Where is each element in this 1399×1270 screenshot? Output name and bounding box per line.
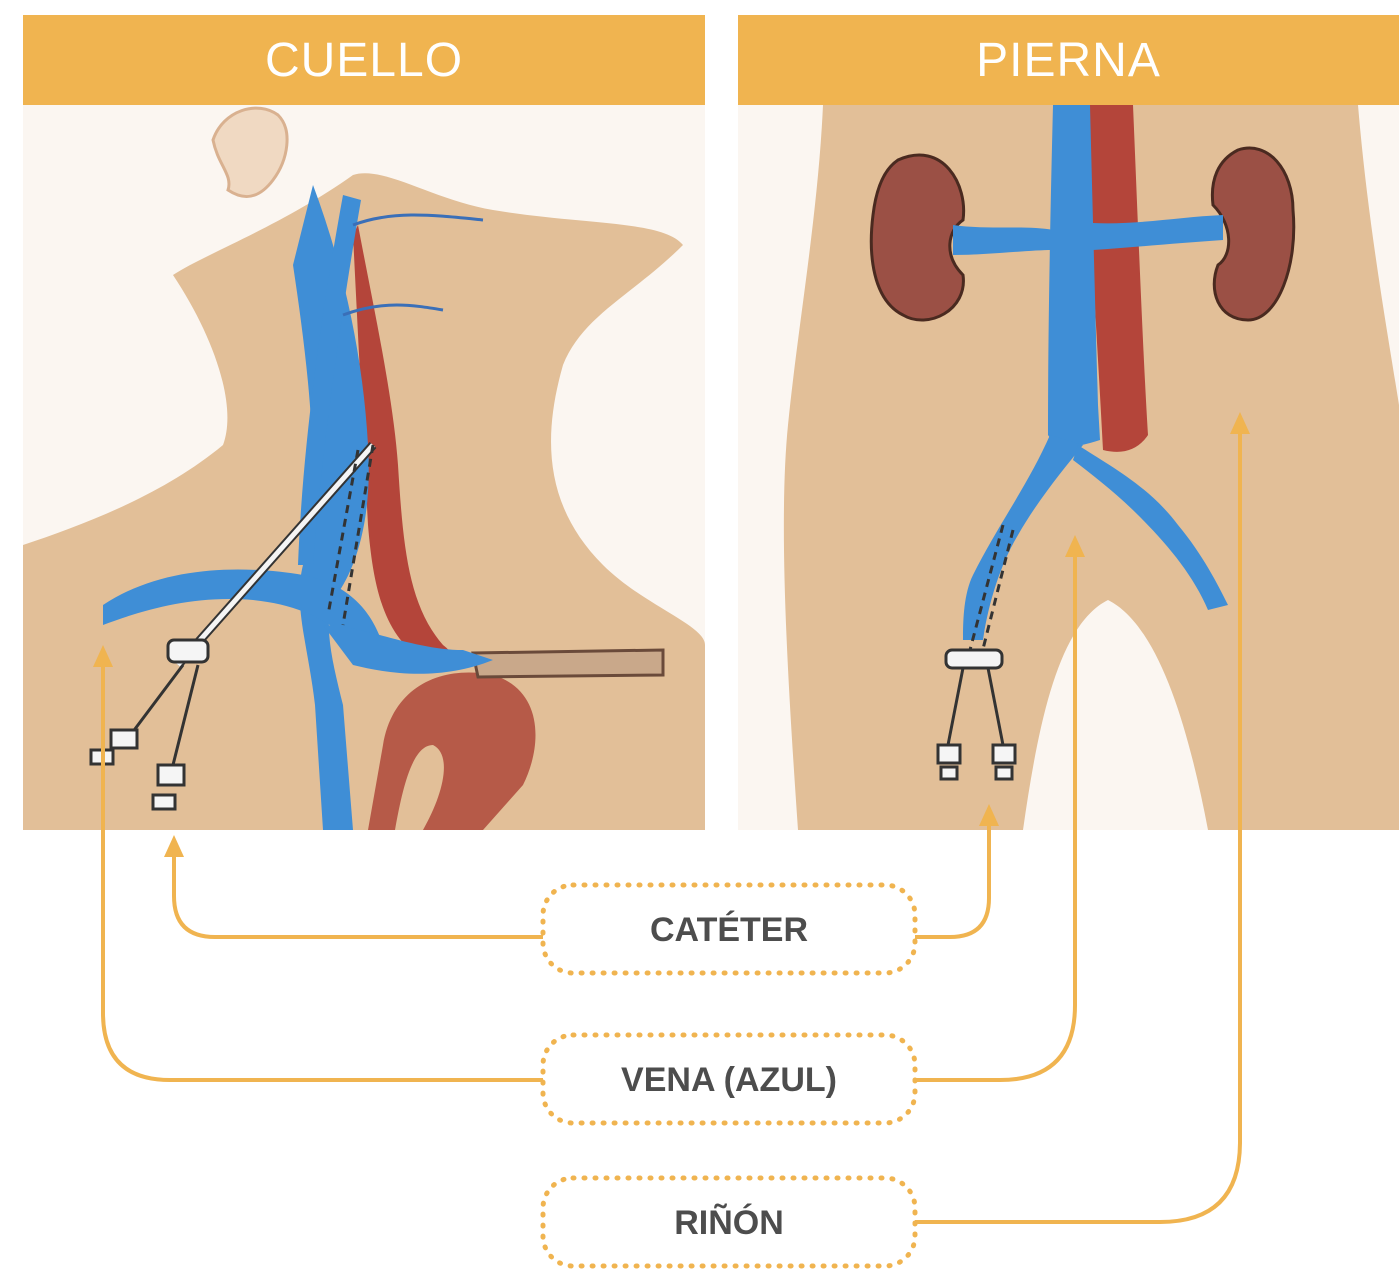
arrowhead-catheter-left [164,835,184,857]
label-kidney: RIÑÓN [543,1180,915,1266]
connector-catheter-left [174,855,543,937]
header-pierna: PIERNA [738,15,1399,105]
connector-catheter-right [915,824,989,937]
header-cuello: CUELLO [23,15,705,105]
label-vein: VENA (AZUL) [543,1037,915,1123]
label-catheter: CATÉTER [543,887,915,973]
clavicle [473,650,663,677]
neck-illustration [23,105,705,830]
leg-illustration [738,105,1399,830]
kidney-left [871,155,963,320]
